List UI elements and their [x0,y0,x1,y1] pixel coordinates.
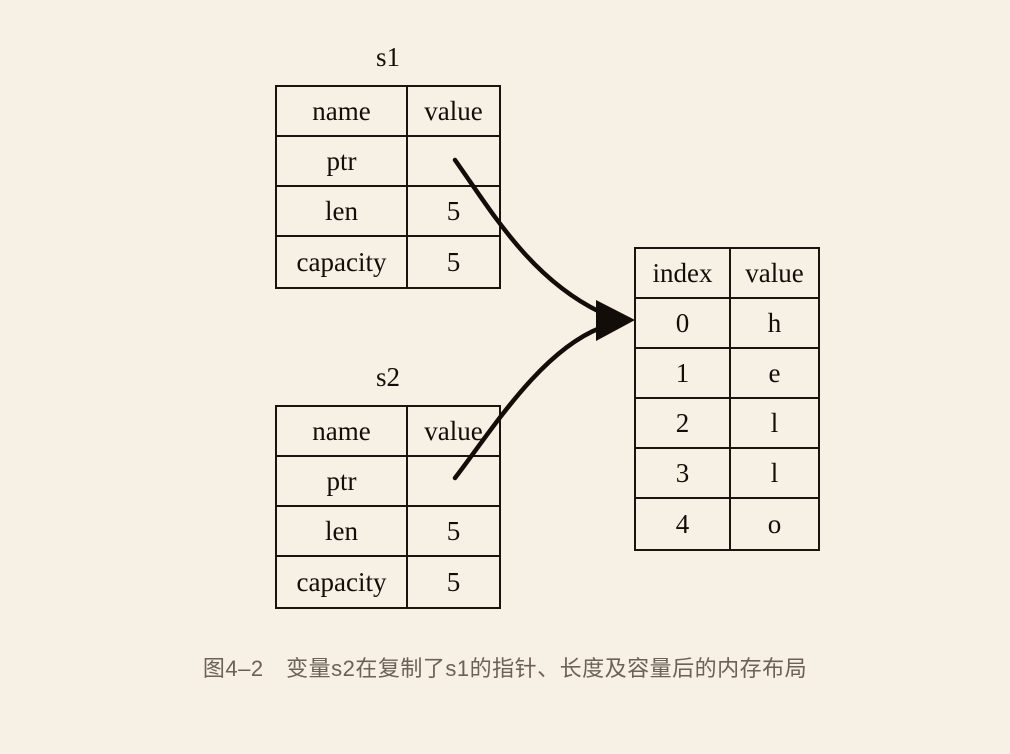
column-header-value: value [745,257,804,288]
cell-value: o [767,508,782,539]
field-value: 5 [446,246,461,277]
field-name: capacity [277,557,408,607]
field-name: len [277,507,408,555]
table-row: ptr [277,137,499,187]
column-header-value: value [424,415,483,446]
arrowhead-icon [596,300,635,341]
table-row: 1 e [636,349,818,399]
field-name: len [277,187,408,235]
table-row: len 5 [277,507,499,557]
field-name: ptr [277,457,408,505]
field-value: 5 [446,195,461,226]
table-row: 3 l [636,449,818,499]
figure-caption: 图4–2 变量s2在复制了s1的指针、长度及容量后的内存布局 [202,656,808,681]
struct-table-s2: name value ptr len 5 capacity 5 [275,405,501,609]
table-row: 4 o [636,499,818,549]
cell-value: l [770,407,779,438]
struct-label-s2: s2 [375,362,400,392]
cell-value: l [770,457,779,488]
column-header-index: index [636,249,731,297]
cell-index: 1 [636,349,731,397]
table-header-row: name value [277,407,499,457]
field-name: ptr [277,137,408,185]
cell-index: 3 [636,449,731,497]
table-row: capacity 5 [277,557,499,607]
heap-array-table: index value 0 h 1 e 2 l 3 l 4 o [634,247,820,551]
struct-label-s1: s1 [375,42,400,72]
table-header-row: index value [636,249,818,299]
field-value: 5 [446,566,461,597]
column-header-name: name [277,407,408,455]
table-row: ptr [277,457,499,507]
field-value [408,457,499,505]
struct-table-s1: name value ptr len 5 capacity 5 [275,85,501,289]
table-row: len 5 [277,187,499,237]
cell-value: e [768,357,781,388]
table-header-row: name value [277,87,499,137]
column-header-value: value [424,95,483,126]
field-value [408,137,499,185]
field-value: 5 [446,515,461,546]
cell-index: 4 [636,499,731,549]
column-header-name: name [277,87,408,135]
cell-value: h [767,307,782,338]
table-row: 0 h [636,299,818,349]
field-name: capacity [277,237,408,287]
table-row: 2 l [636,399,818,449]
cell-index: 2 [636,399,731,447]
cell-index: 0 [636,299,731,347]
table-row: capacity 5 [277,237,499,287]
